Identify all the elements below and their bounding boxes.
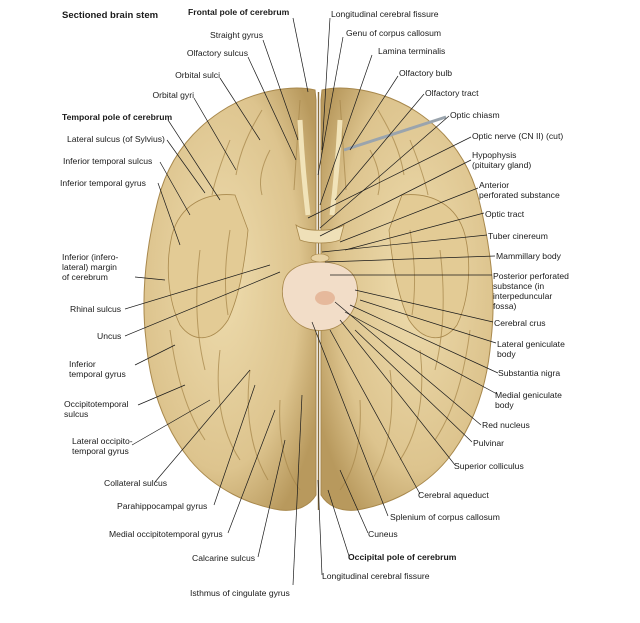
label-inferior-temporal-sulcus: Inferior temporal sulcus <box>63 156 153 166</box>
label-lateral-geniculate-1: Lateral geniculate <box>497 339 565 349</box>
label-olfactory-tract: Olfactory tract <box>425 88 479 98</box>
label-inferior-margin-1: Inferior (infero- <box>62 252 119 262</box>
label-inferior-temporal-gyrus2-2: temporal gyrus <box>69 369 126 379</box>
label-rhinal-sulcus: Rhinal sulcus <box>70 304 122 314</box>
label-frontal-pole: Frontal pole of cerebrum <box>188 7 290 17</box>
sulci-texture <box>169 99 471 491</box>
figure-title: Sectioned brain stem <box>62 10 159 21</box>
label-hypophysis-1: Hypophysis <box>472 150 517 160</box>
label-occipitotemporal-sulcus-1: Occipitotemporal <box>64 399 129 409</box>
label-optic-chiasm: Optic chiasm <box>450 110 500 120</box>
right-temporal-lobe <box>388 194 470 339</box>
label-inferior-temporal-gyrus: Inferior temporal gyrus <box>60 178 146 188</box>
label-lateral-sulcus: Lateral sulcus (of Sylvius) <box>67 134 165 144</box>
label-medial-occ-gyrus: Medial occipitotemporal gyrus <box>109 529 223 539</box>
label-cuneus: Cuneus <box>368 529 398 539</box>
optic-nerve-cut <box>343 115 447 152</box>
label-occipital-pole: Occipital pole of cerebrum <box>348 552 457 562</box>
label-pulvinar: Pulvinar <box>473 438 505 448</box>
label-parahippocampal-gyrus: Parahippocampal gyrus <box>117 501 208 511</box>
label-inferior-margin-3: of cerebrum <box>62 272 108 282</box>
label-anterior-perf-2: perforated substance <box>479 190 560 200</box>
label-optic-tract: Optic tract <box>485 209 525 219</box>
label-longitudinal-fissure-bottom: Longitudinal cerebral fissure <box>322 571 430 581</box>
label-cerebral-crus: Cerebral crus <box>494 318 546 328</box>
label-olfactory-sulcus: Olfactory sulcus <box>186 48 248 58</box>
label-substantia-nigra: Substantia nigra <box>498 368 561 378</box>
label-lateral-occ-2: temporal gyrus <box>72 446 129 456</box>
label-lamina-terminalis: Lamina terminalis <box>378 46 446 56</box>
label-hypophysis-2: (pituitary gland) <box>472 160 532 170</box>
optic-chiasm <box>295 223 345 244</box>
label-temporal-pole: Temporal pole of cerebrum <box>62 112 173 122</box>
label-medial-geniculate-2: body <box>495 400 514 410</box>
label-mammillary-body: Mammillary body <box>496 251 561 261</box>
label-cerebral-aqueduct: Cerebral aqueduct <box>418 490 489 500</box>
label-longitudinal-fissure-top: Longitudinal cerebral fissure <box>331 9 439 19</box>
label-optic-nerve: Optic nerve (CN II) (cut) <box>472 131 564 141</box>
olfactory-tract-left <box>297 119 311 216</box>
red-nucleus-shape <box>315 291 335 305</box>
label-posterior-perf-2: substance (in <box>493 281 545 291</box>
label-inferior-temporal-gyrus2-1: Inferior <box>69 359 96 369</box>
label-superior-colliculus: Superior colliculus <box>454 461 524 471</box>
leader-lines <box>124 17 499 586</box>
label-orbital-sulci: Orbital sulci <box>175 70 220 80</box>
label-tuber-cinereum: Tuber cinereum <box>488 231 548 241</box>
label-olfactory-bulb: Olfactory bulb <box>399 68 453 78</box>
label-isthmus: Isthmus of cingulate gyrus <box>190 588 290 598</box>
label-posterior-perf-3: interpeduncular <box>493 291 553 301</box>
label-orbital-gyri: Orbital gyri <box>152 90 194 100</box>
label-posterior-perf-4: fossa) <box>493 301 517 311</box>
label-collateral-sulcus: Collateral sulcus <box>104 478 168 488</box>
label-inferior-margin-2: lateral) margin <box>62 262 117 272</box>
label-medial-geniculate-1: Medial geniculate <box>495 390 562 400</box>
label-calcarine-sulcus: Calcarine sulcus <box>192 553 256 563</box>
label-occipitotemporal-sulcus-2: sulcus <box>64 409 89 419</box>
label-red-nucleus: Red nucleus <box>482 420 530 430</box>
label-anterior-perf-1: Anterior <box>479 180 510 190</box>
label-lateral-occ-1: Lateral occipito- <box>72 436 133 446</box>
label-genu: Genu of corpus callosum <box>346 28 442 38</box>
mammillary-bodies <box>310 253 330 263</box>
label-posterior-perf-1: Posterior perforated <box>493 271 569 281</box>
label-lateral-geniculate-2: body <box>497 349 516 359</box>
label-straight-gyrus: Straight gyrus <box>209 30 263 40</box>
label-splenium: Splenium of corpus callosum <box>390 512 500 522</box>
label-uncus: Uncus <box>97 331 122 341</box>
left-temporal-lobe <box>167 194 249 339</box>
olfactory-tract-right <box>329 119 343 216</box>
